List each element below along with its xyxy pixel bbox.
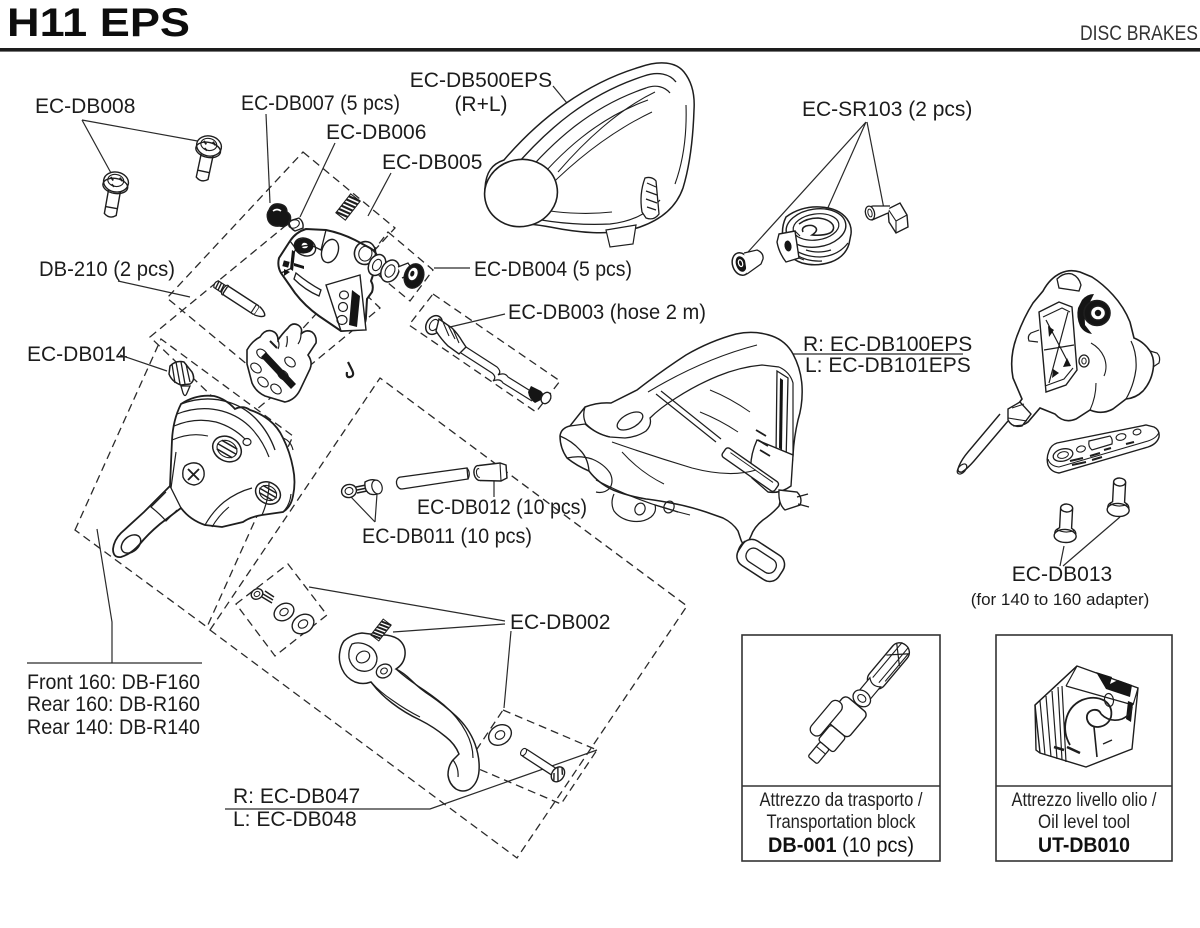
svg-text:UT-DB010: UT-DB010 bbox=[1038, 834, 1130, 857]
svg-text:(R+L): (R+L) bbox=[454, 93, 507, 116]
svg-text:EC-SR103 (2 pcs): EC-SR103 (2 pcs) bbox=[802, 98, 972, 121]
svg-text:R: EC-DB100EPS: R: EC-DB100EPS bbox=[803, 333, 972, 356]
svg-text:Attrezzo livello olio /: Attrezzo livello olio / bbox=[1012, 790, 1158, 811]
svg-text:Rear 160: DB-R160: Rear 160: DB-R160 bbox=[27, 693, 200, 716]
svg-text:EC-DB013: EC-DB013 bbox=[1012, 563, 1112, 586]
svg-text:EC-DB012 (10 pcs): EC-DB012 (10 pcs) bbox=[417, 496, 587, 519]
svg-text:EC-DB006: EC-DB006 bbox=[326, 121, 426, 144]
svg-text:Attrezzo da trasporto /: Attrezzo da trasporto / bbox=[760, 790, 924, 811]
svg-text:EC-DB002: EC-DB002 bbox=[510, 611, 610, 634]
svg-text:Transportation block: Transportation block bbox=[767, 812, 916, 833]
svg-text:(for 140 to 160 adapter): (for 140 to 160 adapter) bbox=[971, 590, 1150, 609]
svg-text:Rear 140: DB-R140: Rear 140: DB-R140 bbox=[27, 716, 200, 739]
svg-text:DISC BRAKES: DISC BRAKES bbox=[1080, 22, 1198, 45]
svg-text:L: EC-DB101EPS: L: EC-DB101EPS bbox=[805, 354, 971, 377]
svg-text:EC-DB011 (10 pcs): EC-DB011 (10 pcs) bbox=[362, 525, 532, 548]
svg-text:Oil level tool: Oil level tool bbox=[1038, 812, 1130, 833]
svg-text:DB-210 (2 pcs): DB-210 (2 pcs) bbox=[39, 258, 175, 281]
svg-text:H11 EPS: H11 EPS bbox=[7, 1, 190, 45]
svg-text:EC-DB500EPS: EC-DB500EPS bbox=[410, 69, 552, 92]
svg-text:DB-001 (10 pcs): DB-001 (10 pcs) bbox=[768, 834, 914, 857]
svg-text:EC-DB005: EC-DB005 bbox=[382, 151, 482, 174]
svg-text:R: EC-DB047: R: EC-DB047 bbox=[233, 785, 360, 808]
svg-text:EC-DB004 (5 pcs): EC-DB004 (5 pcs) bbox=[474, 258, 632, 281]
svg-text:EC-DB014: EC-DB014 bbox=[27, 343, 128, 366]
svg-text:EC-DB003 (hose 2 m): EC-DB003 (hose 2 m) bbox=[508, 301, 706, 324]
svg-text:EC-DB008: EC-DB008 bbox=[35, 95, 135, 118]
svg-text:L: EC-DB048: L: EC-DB048 bbox=[233, 808, 357, 831]
svg-text:EC-DB007 (5 pcs): EC-DB007 (5 pcs) bbox=[241, 92, 400, 115]
svg-text:Front 160: DB-F160: Front 160: DB-F160 bbox=[27, 671, 200, 694]
